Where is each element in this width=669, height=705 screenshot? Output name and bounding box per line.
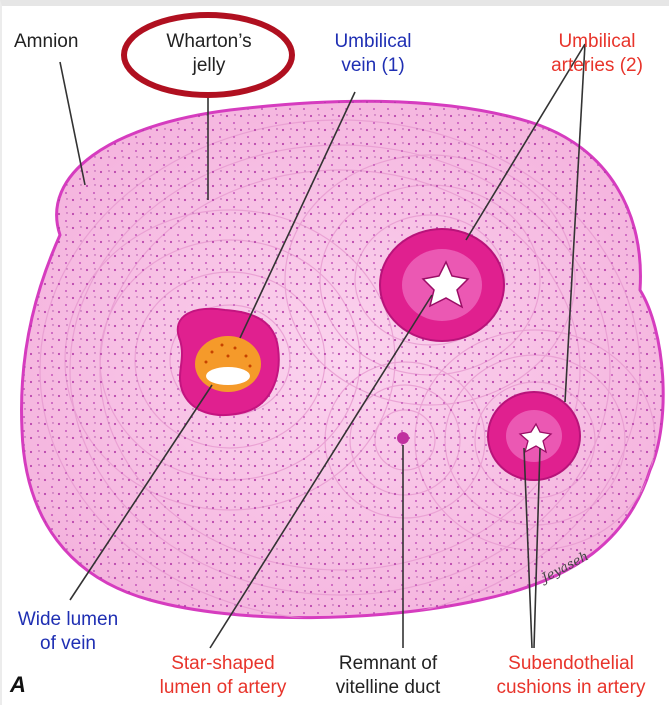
label-umbilical-arteries-line1: Umbilical <box>538 30 656 54</box>
label-subendothelial-cushions: Subendothelial cushions in artery <box>476 652 666 700</box>
label-subendothelial-line2: cushions in artery <box>476 676 666 700</box>
label-whartons-jelly-line1: Wharton’s <box>150 30 268 54</box>
label-remnant-line2: vitelline duct <box>318 676 458 700</box>
label-umbilical-arteries: Umbilical arteries (2) <box>538 30 656 78</box>
label-umbilical-arteries-line2: arteries (2) <box>538 54 656 78</box>
label-wide-lumen-line1: Wide lumen <box>6 608 130 632</box>
umbilical-vein-shape <box>178 309 279 415</box>
label-remnant-line1: Remnant of <box>318 652 458 676</box>
label-whartons-jelly-line2: jelly <box>150 54 268 78</box>
label-umbilical-vein-line2: vein (1) <box>318 54 428 78</box>
label-umbilical-vein: Umbilical vein (1) <box>318 30 428 78</box>
label-amnion: Amnion <box>14 30 78 54</box>
label-star-shaped-lumen: Star-shaped lumen of artery <box>148 652 298 700</box>
label-remnant-vitelline-duct: Remnant of vitelline duct <box>318 652 458 700</box>
figure-letter: A <box>10 672 26 698</box>
label-wide-lumen: Wide lumen of vein <box>6 608 130 656</box>
vitelline-duct-remnant-shape <box>397 432 409 444</box>
label-subendothelial-line1: Subendothelial <box>476 652 666 676</box>
upper-umbilical-artery-shape <box>380 229 504 341</box>
label-umbilical-vein-line1: Umbilical <box>318 30 428 54</box>
label-star-shaped-lumen-line2: lumen of artery <box>148 676 298 700</box>
lower-umbilical-artery-shape <box>488 392 580 480</box>
label-star-shaped-lumen-line1: Star-shaped <box>148 652 298 676</box>
label-whartons-jelly: Wharton’s jelly <box>150 30 268 78</box>
label-wide-lumen-line2: of vein <box>6 632 130 656</box>
